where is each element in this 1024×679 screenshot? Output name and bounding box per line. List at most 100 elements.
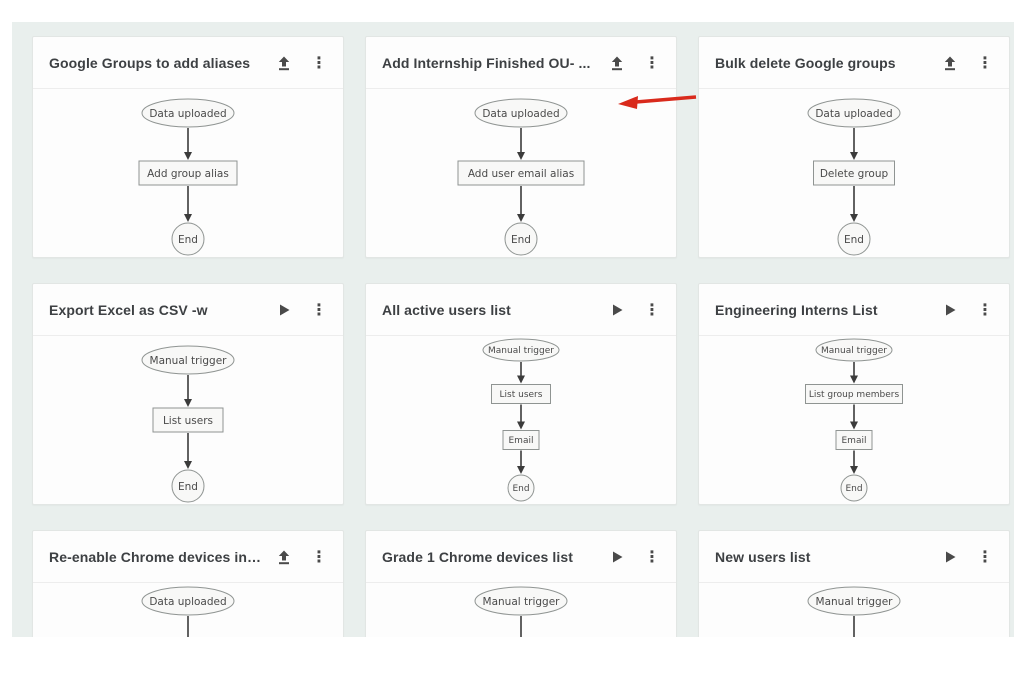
run-icon[interactable] — [940, 300, 960, 320]
workflow-arrowhead-icon — [517, 152, 525, 160]
kebab-glyph: ⋮ — [311, 546, 327, 566]
run-icon[interactable] — [940, 547, 960, 567]
workflow-card-header: Export Excel as CSV -w ⋮ — [33, 284, 343, 336]
upload-icon[interactable] — [274, 547, 294, 567]
workflow-card[interactable]: Bulk delete Google groups ⋮ Da — [698, 36, 1010, 258]
workflow-arrowhead-icon — [184, 152, 192, 160]
workflow-diagram: Data uploaded — [141, 586, 235, 637]
workflow-step-node — [152, 407, 224, 433]
run-icon[interactable] — [607, 300, 627, 320]
workflow-title: Add Internship Finished OU- ... — [382, 54, 591, 71]
workflow-card[interactable]: Add Internship Finished OU- ... ⋮ — [365, 36, 677, 258]
workflow-arrowhead-icon — [850, 214, 858, 222]
workflow-start-node — [482, 338, 560, 362]
workflow-node-label: List users — [163, 415, 213, 427]
kebab-glyph: ⋮ — [311, 299, 327, 319]
workflow-node-label: Manual trigger — [821, 346, 887, 356]
kebab-menu-icon[interactable]: ⋮ — [309, 547, 329, 567]
card-actions: ⋮ — [607, 300, 662, 320]
workflow-end-node — [507, 474, 535, 502]
workflow-end-node — [837, 222, 871, 256]
kebab-glyph: ⋮ — [977, 546, 993, 566]
workflow-node-label: Email — [509, 436, 534, 446]
workflow-node-label: End — [178, 234, 198, 246]
workflow-node-label: Manual trigger — [483, 596, 561, 608]
workflow-card[interactable]: Re-enable Chrome devices in Gra... ⋮ — [32, 530, 344, 637]
kebab-menu-icon[interactable]: ⋮ — [642, 547, 662, 567]
workflow-arrowhead-icon — [517, 375, 525, 384]
workflow-card[interactable]: Grade 1 Chrome devices list ⋮ — [365, 530, 677, 637]
kebab-menu-icon[interactable]: ⋮ — [975, 300, 995, 320]
kebab-glyph: ⋮ — [644, 299, 660, 319]
kebab-glyph: ⋮ — [311, 52, 327, 72]
workflow-node-label: List group members — [809, 390, 900, 400]
workflow-title: Bulk delete Google groups — [715, 54, 896, 71]
workflow-preview: Data uploaded — [33, 583, 343, 637]
workflow-node-label: Email — [842, 436, 867, 446]
kebab-menu-icon[interactable]: ⋮ — [309, 300, 329, 320]
card-actions: ⋮ — [274, 547, 329, 567]
workflow-card[interactable]: All active users list ⋮ Manual — [365, 283, 677, 505]
upload-icon[interactable] — [274, 53, 294, 73]
workflows-panel: Google Groups to add aliases ⋮ — [12, 22, 1014, 637]
workflow-arrowhead-icon — [517, 421, 525, 430]
run-icon[interactable] — [274, 300, 294, 320]
workflow-title: Engineering Interns List — [715, 301, 878, 318]
red-arrow-annotation — [618, 95, 697, 109]
workflow-start-node — [141, 345, 235, 375]
workflow-preview: Manual trigger — [366, 583, 676, 637]
upload-icon[interactable] — [607, 53, 627, 73]
workflow-diagram: Manual trigger — [474, 586, 568, 637]
workflow-card-header: Re-enable Chrome devices in Gra... ⋮ — [33, 531, 343, 583]
workflow-card-header: Add Internship Finished OU- ... ⋮ — [366, 37, 676, 89]
workflow-start-node — [474, 98, 568, 128]
workflow-end-node — [504, 222, 538, 256]
card-actions: ⋮ — [940, 547, 995, 567]
kebab-menu-icon[interactable]: ⋮ — [975, 53, 995, 73]
workflow-card[interactable]: Export Excel as CSV -w ⋮ Manua — [32, 283, 344, 505]
upload-icon[interactable] — [940, 53, 960, 73]
workflow-node-label: Manual trigger — [150, 355, 228, 367]
kebab-menu-icon[interactable]: ⋮ — [642, 300, 662, 320]
card-actions: ⋮ — [607, 547, 662, 567]
workflow-title: New users list — [715, 548, 811, 565]
card-actions: ⋮ — [274, 300, 329, 320]
workflow-card[interactable]: Engineering Interns List ⋮ Man — [698, 283, 1010, 505]
kebab-menu-icon[interactable]: ⋮ — [309, 53, 329, 73]
kebab-menu-icon[interactable]: ⋮ — [642, 53, 662, 73]
workflow-title: Google Groups to add aliases — [49, 54, 251, 71]
workflow-card[interactable]: New users list ⋮ Manual trigge — [698, 530, 1010, 637]
workflow-arrowhead-icon — [184, 461, 192, 469]
workflow-step-node — [457, 160, 585, 186]
workflow-arrowhead-icon — [517, 214, 525, 222]
workflow-node-label: Manual trigger — [816, 596, 894, 608]
workflow-node-label: Data uploaded — [482, 108, 559, 120]
workflow-node-label: Manual trigger — [488, 346, 554, 356]
workflow-card[interactable]: Google Groups to add aliases ⋮ — [32, 36, 344, 258]
kebab-menu-icon[interactable]: ⋮ — [975, 547, 995, 567]
workflow-end-node — [171, 469, 205, 503]
workflow-diagram: Manual trigger — [807, 586, 901, 637]
workflow-arrowhead-icon — [517, 466, 525, 474]
run-icon[interactable] — [607, 547, 627, 567]
workflow-arrowhead-icon — [850, 375, 858, 384]
workflow-step-node — [502, 430, 540, 450]
workflow-step-node — [805, 384, 903, 404]
card-actions: ⋮ — [274, 53, 329, 73]
workflow-arrowhead-icon — [850, 421, 858, 430]
workflow-step-node — [138, 160, 238, 186]
workflow-node-label: End — [844, 234, 864, 246]
workflow-end-node — [171, 222, 205, 256]
workflow-node-label: Add group alias — [147, 168, 229, 180]
workflow-start-node — [815, 338, 893, 362]
